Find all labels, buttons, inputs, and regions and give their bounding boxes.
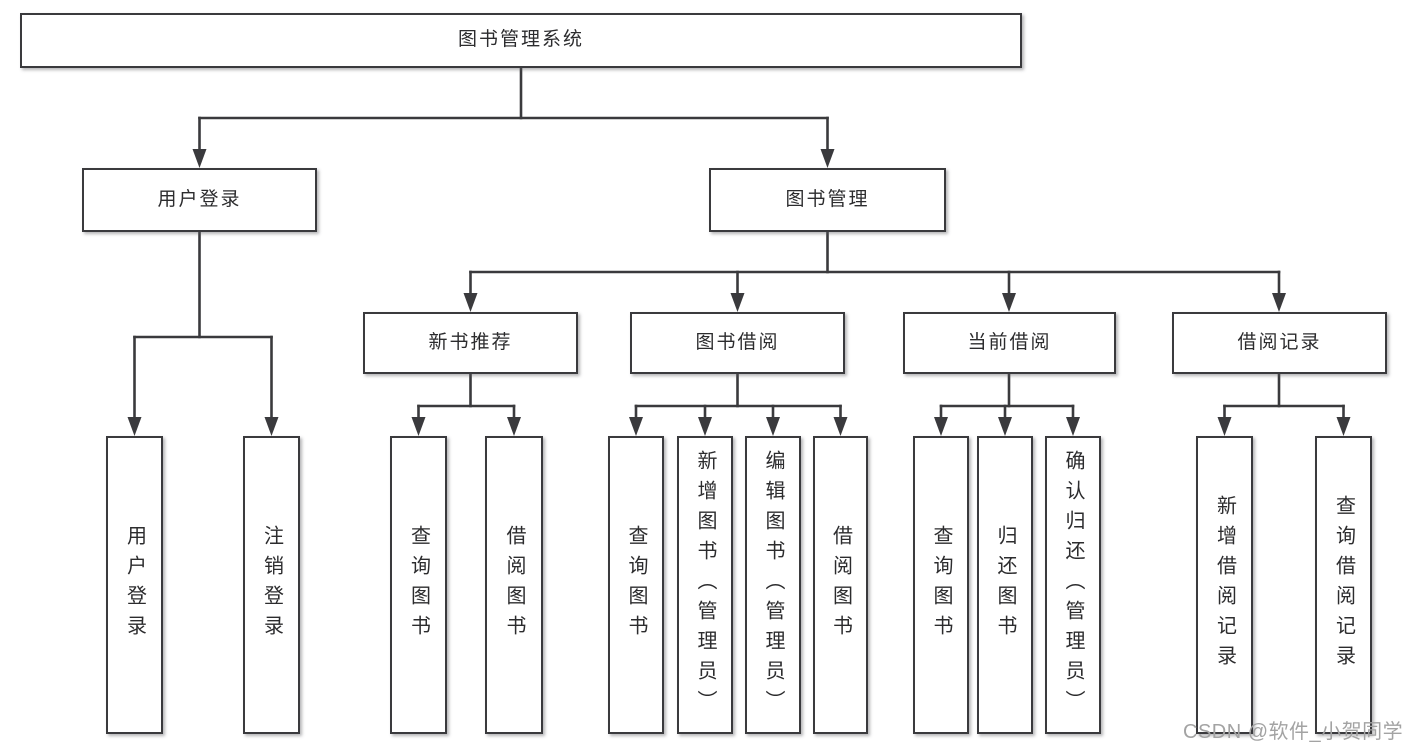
leaf-query-borrow-record: 查询借阅记录 <box>1315 436 1372 734</box>
node-book-borrow: 图书借阅 <box>630 312 845 374</box>
node-current-borrow-label: 当前借阅 <box>967 331 1052 353</box>
leaf-current-query-books-label: 查询图书 <box>930 525 952 645</box>
node-new-book-recommend: 新书推荐 <box>363 312 578 374</box>
arrowhead-icon <box>192 149 207 168</box>
edge-book-borrow-to-leaves <box>629 372 848 436</box>
leaf-borrow-books-label: 借阅图书 <box>829 525 852 645</box>
csdn-watermark: CSDN @软件_小贺同学 <box>1183 721 1404 743</box>
arrowhead-icon <box>463 293 478 312</box>
leaf-borrow-books: 借阅图书 <box>813 436 868 734</box>
leaf-add-borrow-record: 新增借阅记录 <box>1196 436 1253 734</box>
leaf-confirm-return-admin-label: 确认归还（管理员） <box>1062 450 1084 720</box>
leaf-add-books-admin-label: 新增图书（管理员） <box>694 450 716 720</box>
edge-current-borrow-to-leaves <box>934 372 1080 436</box>
leaf-borrow-query-books: 查询图书 <box>608 436 664 734</box>
leaf-return-books: 归还图书 <box>977 436 1033 734</box>
arrowhead-icon <box>411 417 426 436</box>
leaf-recommend-query-books: 查询图书 <box>390 436 447 734</box>
arrowhead-icon <box>1217 417 1232 436</box>
edge-user-login-to-leaves <box>127 230 279 436</box>
arrowhead-icon <box>1066 417 1080 436</box>
arrowhead-icon <box>730 293 745 312</box>
arrowhead-icon <box>264 417 279 436</box>
arrowhead-icon <box>507 417 521 436</box>
node-new-book-recommend-label: 新书推荐 <box>428 331 513 353</box>
leaf-user-login-label: 用户登录 <box>123 525 146 645</box>
leaf-recommend-borrow-books: 借阅图书 <box>485 436 543 734</box>
arrowhead-icon <box>833 417 848 436</box>
leaf-add-books-admin: 新增图书（管理员） <box>677 436 733 734</box>
leaf-borrow-query-books-label: 查询图书 <box>625 525 647 645</box>
arrowhead-icon <box>698 417 712 436</box>
arrowhead-icon <box>766 417 780 436</box>
leaf-return-books-label: 归还图书 <box>994 525 1016 645</box>
leaf-query-borrow-record-label: 查询借阅记录 <box>1332 495 1355 675</box>
node-book-borrow-label: 图书借阅 <box>695 331 780 353</box>
edge-book-management-to-level3 <box>463 230 1286 312</box>
edge-borrow-records-to-leaves <box>1217 372 1351 436</box>
node-root-label: 图书管理系统 <box>457 29 584 51</box>
arrowhead-icon <box>1336 417 1351 436</box>
node-root: 图书管理系统 <box>20 13 1022 68</box>
node-current-borrow: 当前借阅 <box>903 312 1116 374</box>
leaf-current-query-books: 查询图书 <box>913 436 969 734</box>
node-user-login: 用户登录 <box>82 168 317 232</box>
arrowhead-icon <box>629 417 643 436</box>
leaf-edit-books-admin-label: 编辑图书（管理员） <box>762 450 784 720</box>
leaf-logout: 注销登录 <box>243 436 300 734</box>
leaf-recommend-borrow-books-label: 借阅图书 <box>503 525 525 645</box>
leaf-add-borrow-record-label: 新增借阅记录 <box>1213 495 1236 675</box>
leaf-user-login: 用户登录 <box>106 436 163 734</box>
arrowhead-icon <box>820 149 835 168</box>
arrowhead-icon <box>934 417 948 436</box>
arrowhead-icon <box>998 417 1012 436</box>
node-book-management: 图书管理 <box>709 168 946 232</box>
node-borrow-records-label: 借阅记录 <box>1237 331 1322 353</box>
arrowhead-icon <box>1002 293 1016 312</box>
arrowhead-icon <box>127 417 142 436</box>
leaf-logout-label: 注销登录 <box>260 525 283 645</box>
edge-root-to-level2 <box>192 66 835 168</box>
leaf-recommend-query-books-label: 查询图书 <box>407 525 430 645</box>
node-borrow-records: 借阅记录 <box>1172 312 1387 374</box>
edge-new-book-recommend-to-leaves <box>411 372 521 436</box>
leaf-edit-books-admin: 编辑图书（管理员） <box>745 436 801 734</box>
leaf-confirm-return-admin: 确认归还（管理员） <box>1045 436 1101 734</box>
node-book-management-label: 图书管理 <box>785 188 870 210</box>
node-user-login-label: 用户登录 <box>157 188 242 210</box>
arrowhead-icon <box>1272 293 1286 312</box>
